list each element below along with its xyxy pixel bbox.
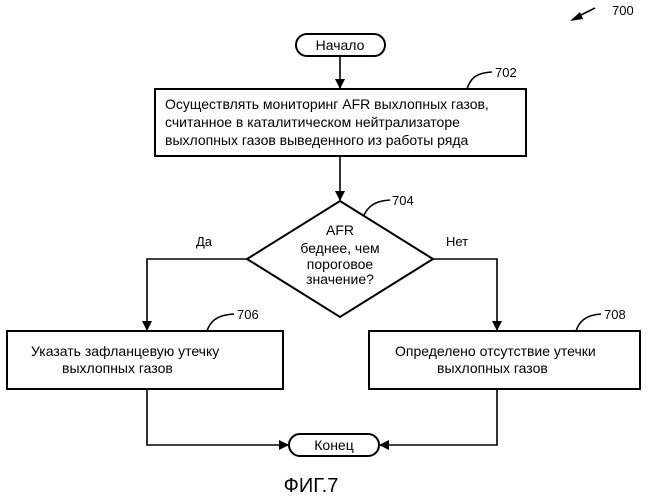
end-label: Конец	[314, 437, 353, 453]
step-706-ref: 706	[237, 307, 259, 322]
step-702-ref: 702	[495, 65, 517, 80]
decision-704-line-1: AFR	[326, 222, 354, 238]
step-702-line-3: выхлопных газов выведенного из работы ря…	[165, 132, 469, 148]
step-708-line-1: Определено отсутствие утечки	[395, 343, 596, 359]
yes-label: Да	[196, 234, 213, 249]
step-708-line-2: выхлопных газов	[437, 360, 548, 376]
decision-704-line-4: значение?	[306, 271, 374, 287]
decision-704-line-3: пороговое	[307, 256, 374, 272]
decision-704-line-2: беднее, чем	[300, 240, 379, 256]
figure-caption: ФИГ.7	[284, 475, 339, 497]
decision-704-ref-leader	[364, 200, 390, 215]
step-702-line-1: Осуществлять мониторинг AFR выхлопных га…	[165, 96, 489, 112]
figure-number-arrowhead	[570, 12, 583, 21]
arrow-706-to-end	[147, 389, 288, 445]
step-706-line-1: Указать зафланцевую утечку	[31, 343, 219, 359]
step-706-ref-leader	[207, 314, 234, 331]
arrow-yes-to-706	[147, 259, 247, 330]
arrow-no-to-708	[433, 259, 497, 330]
step-708-ref: 708	[604, 307, 626, 322]
step-702-ref-leader	[467, 72, 492, 89]
decision-704-ref: 704	[392, 193, 414, 208]
step-702-line-2: считанное в каталитическом нейтрализатор…	[165, 114, 460, 130]
step-706-line-2: выхлопных газов	[62, 360, 173, 376]
step-708-ref-leader	[576, 314, 601, 331]
start-label: Начало	[316, 37, 365, 53]
arrow-708-to-end	[380, 389, 497, 445]
figure-number: 700	[612, 3, 634, 18]
no-label: Нет	[446, 234, 468, 249]
